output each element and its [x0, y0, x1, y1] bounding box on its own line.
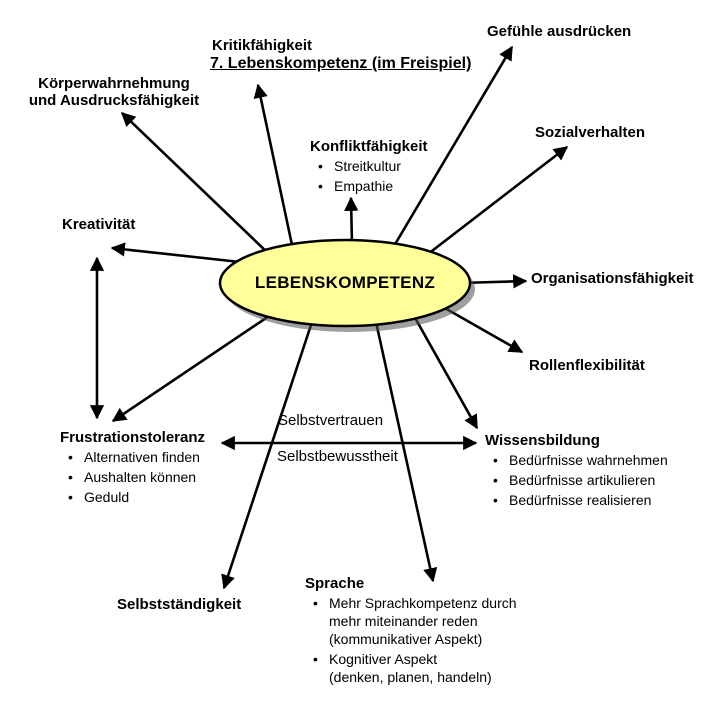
arrow-kreativitaet [110, 242, 241, 264]
center-node-label: LEBENSKOMPETENZ [254, 273, 436, 292]
arrow-selbststaendigkeit [221, 321, 314, 590]
node-frustrationstoleranz-label: Frustrationstoleranz [60, 429, 206, 446]
bullet-item: Aushalten können [60, 468, 205, 486]
node-organisationsfaehigkeit: Organisationsfähigkeit [531, 270, 694, 287]
arrow-koerperwahrnehmung [120, 112, 271, 256]
node-kreativitaet: Kreativität [62, 216, 136, 233]
sprache-bullets: Mehr Sprachkompetenz durch mehr miteinan… [305, 594, 517, 686]
node-rollenflexibilitaet: Rollenflexibilität [529, 357, 645, 374]
node-konfliktfaehigkeit: Konfliktfähigkeit Streitkultur Empathie [310, 138, 428, 197]
arrow-sprache [374, 321, 438, 583]
node-sprache-label: Sprache [305, 575, 365, 592]
node-wissensbildung-label: Wissensbildung [485, 432, 600, 449]
bullet-item: Bedürfnisse wahrnehmen [485, 451, 668, 469]
node-gefuehle-ausdruecken: Gefühle ausdrücken [487, 23, 632, 40]
arrow-gefuehle-ausdruecken [392, 45, 514, 247]
center-ellipse [218, 238, 472, 328]
arrow-konfliktfaehigkeit [344, 196, 359, 246]
bullet-item: Kognitiver Aspekt (denken, planen, hande… [305, 650, 517, 686]
arrow-sozialverhalten [427, 145, 569, 256]
bullet-item: Alternativen finden [60, 448, 205, 466]
page-title: 7. Lebenskompetenz (im Freispiel) [210, 55, 472, 72]
node-wissensbildung: Wissensbildung Bedürfnisse wahrnehmen Be… [485, 432, 668, 511]
bullet-item: Geduld [60, 488, 205, 506]
node-selbstbewusstheit: Selbstbewusstheit [277, 448, 398, 465]
bullet-item: Streitkultur [310, 157, 428, 175]
bullet-item: Bedürfnisse realisieren [485, 491, 668, 509]
frustrationstoleranz-bullets: Alternativen finden Aushalten können Ged… [60, 448, 205, 506]
konfliktfaehigkeit-bullets: Streitkultur Empathie [310, 157, 428, 195]
arrow-wissensbildung [412, 315, 479, 430]
node-koerperwahrnehmung: Körperwahrnehmung und Ausdrucksfähigkeit [28, 75, 200, 109]
bullet-item: Bedürfnisse artikulieren [485, 471, 668, 489]
bullet-item: Mehr Sprachkompetenz durch mehr miteinan… [305, 594, 517, 648]
wissensbildung-bullets: Bedürfnisse wahrnehmen Bedürfnisse artik… [485, 451, 668, 509]
node-sprache: Sprache Mehr Sprachkompetenz durch mehr … [305, 575, 517, 688]
node-sozialverhalten: Sozialverhalten [535, 124, 646, 141]
arrow-kritikfaehigkeit [253, 83, 294, 246]
bullet-item: Empathie [310, 177, 428, 195]
arrow-frustrationstoleranz [111, 310, 276, 423]
node-selbststaendigkeit: Selbstständigkeit [117, 596, 242, 613]
node-frustrationstoleranz: Frustrationstoleranz Alternativen finden… [60, 429, 205, 508]
node-konfliktfaehigkeit-label: Konfliktfähigkeit [310, 138, 428, 155]
node-selbstvertrauen: Selbstvertrauen [278, 412, 384, 429]
node-kritikfaehigkeit: Kritikfähigkeit [212, 37, 313, 54]
arrow-rollenflexibilitaet [442, 305, 524, 354]
